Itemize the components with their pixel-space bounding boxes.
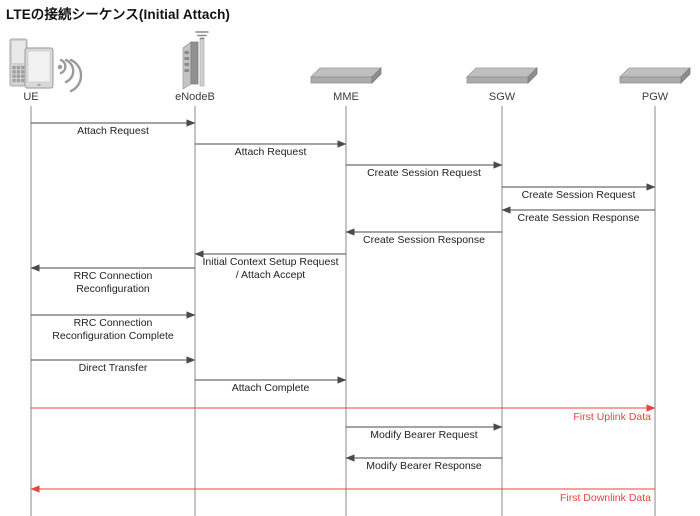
server-box-icon-sgw	[466, 67, 538, 84]
server-box-icon-pgw	[619, 67, 691, 84]
message-arrows-group	[30, 119, 656, 493]
actor-icons-group	[9, 31, 691, 93]
actor-label-ue: UE	[23, 91, 39, 103]
message-label-m12: First Uplink Data	[573, 411, 651, 423]
base-station-icon	[182, 31, 209, 90]
message-label-m4: Create Session Request	[521, 189, 636, 201]
page-title: LTEの接続シーケンス(Initial Attach)	[6, 7, 231, 22]
message-label-m15: First Downlink Data	[559, 492, 651, 504]
message-label-m5: Create Session Response	[517, 212, 640, 224]
message-label-m7: Initial Context Setup Request/ Attach Ac…	[202, 256, 339, 281]
message-label-m1: Attach Request	[77, 125, 149, 137]
actor-label-mme: MME	[333, 91, 359, 103]
server-box-icon-mme	[310, 67, 382, 84]
actor-label-pgw: PGW	[641, 91, 669, 103]
lifelines-group	[30, 106, 656, 516]
message-label-m14: Modify Bearer Response	[366, 460, 482, 472]
mobile-devices-icon	[9, 38, 83, 93]
message-label-m13: Modify Bearer Request	[370, 429, 478, 441]
message-label-m2: Attach Request	[234, 146, 307, 158]
message-label-m10: Direct Transfer	[78, 362, 148, 374]
message-label-m11: Attach Complete	[231, 382, 310, 394]
actor-label-sgw: SGW	[488, 91, 516, 103]
message-label-m3: Create Session Request	[367, 167, 481, 179]
actor-label-enodeb: eNodeB	[175, 91, 215, 103]
message-label-m6: Create Session Response	[363, 234, 485, 246]
